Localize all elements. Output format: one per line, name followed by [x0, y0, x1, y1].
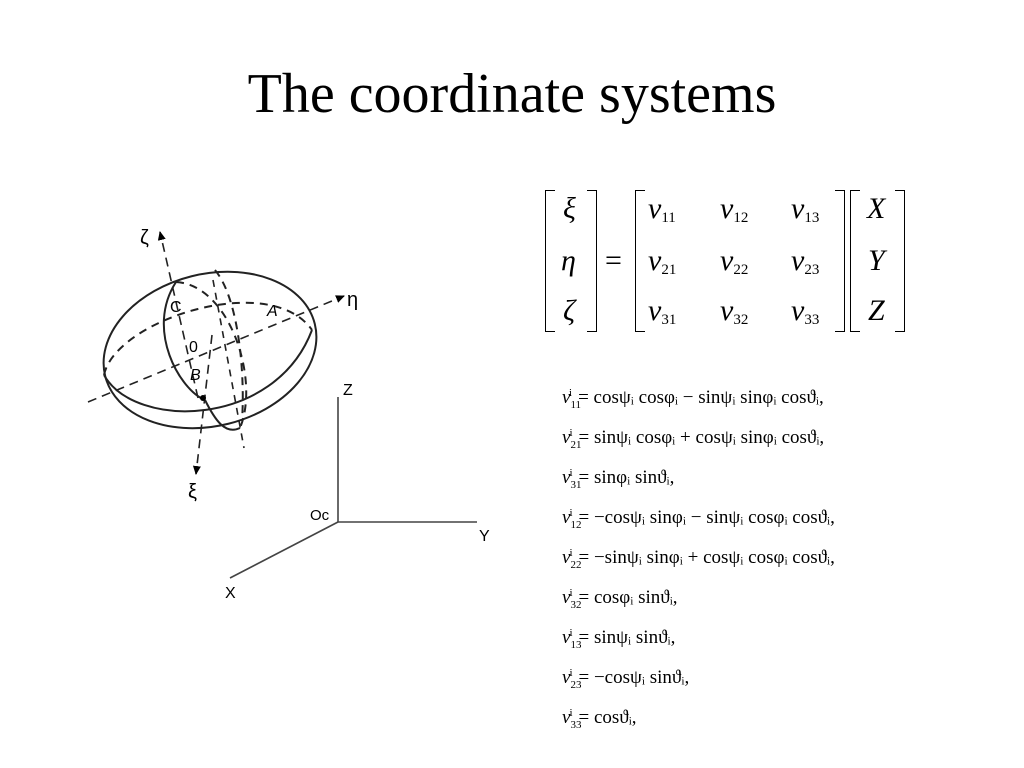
label-Z: Z: [343, 382, 353, 399]
equation-lhs: ν33i: [562, 707, 582, 732]
diagram-labels: ζ η ξ C A B 0 Z Y X Oc: [140, 227, 490, 602]
equator-back: [103, 301, 313, 376]
equation-rhs: = −cosψᵢ sinφᵢ − sinψᵢ cosφᵢ cosϑᵢ,: [578, 507, 835, 529]
bracket-matrix-close: [835, 190, 845, 332]
equation-lhs: ν11i: [562, 387, 582, 412]
equation-rhs: = cosϑᵢ,: [578, 707, 637, 729]
matrix-cell-13: ν13: [791, 192, 820, 226]
equation-lhs: ν23i: [562, 667, 582, 692]
frame-axes: [229, 397, 477, 579]
matrix-cell-23: ν23: [791, 244, 820, 278]
equation-line: ν31i= sinφᵢ sinϑᵢ,: [562, 456, 835, 496]
label-0: 0: [189, 339, 198, 356]
bracket-right-vector-close: [895, 190, 905, 332]
equation-lhs: ν22i: [562, 547, 582, 572]
bracket-left-vector-close: [587, 190, 597, 332]
equation-rhs: = cosφᵢ sinϑᵢ,: [578, 587, 678, 609]
equation-line: ν22i= −sinψᵢ sinφᵢ + cosψᵢ cosφᵢ cosϑᵢ,: [562, 536, 835, 576]
equation-rhs: = sinψᵢ sinϑᵢ,: [578, 627, 676, 649]
vec-Z: Z: [868, 294, 885, 327]
label-X: X: [225, 585, 236, 602]
equation-rhs: = sinψᵢ cosφᵢ + cosψᵢ sinφᵢ cosϑᵢ,: [578, 427, 825, 449]
equation-rhs: = cosψᵢ cosφᵢ − sinψᵢ sinφᵢ cosϑᵢ,: [578, 387, 824, 409]
equation-line: ν33i= cosϑᵢ,: [562, 696, 835, 736]
equation-line: ν23i= −cosψᵢ sinϑᵢ,: [562, 656, 835, 696]
matrix-cell-21: ν21: [648, 244, 677, 278]
matrix-cell-33: ν33: [791, 294, 820, 328]
extra-axis: [212, 279, 245, 449]
label-xi: ξ: [188, 481, 197, 503]
X-axis: [229, 521, 339, 579]
equation-lhs: ν13i: [562, 627, 582, 652]
vec-eta: η: [561, 244, 576, 277]
matrix-cell-31: ν31: [648, 294, 677, 328]
vec-xi: ξ: [563, 192, 576, 225]
coordinate-diagram: ζ η ξ C A B 0 Z Y X Oc: [87, 227, 490, 602]
bracket-matrix-open: [635, 190, 645, 332]
zeta-axis: [157, 231, 199, 399]
ellipsoid: [102, 269, 318, 431]
equals-sign: =: [605, 244, 622, 277]
matrix-cell-32: ν32: [720, 294, 749, 328]
label-A: A: [266, 303, 278, 320]
xi-axis: [192, 334, 213, 475]
meridian-back: [175, 281, 248, 429]
equation-line: ν12i= −cosψᵢ sinφᵢ − sinψᵢ cosφᵢ cosϑᵢ,: [562, 496, 835, 536]
equation-rhs: = −cosψᵢ sinϑᵢ,: [578, 667, 690, 689]
label-B: B: [190, 367, 201, 384]
label-eta: η: [347, 289, 358, 311]
equation-lhs: ν12i: [562, 507, 582, 532]
equation-lhs: ν31i: [562, 467, 582, 492]
vec-Y: Y: [868, 244, 885, 277]
page-title: The coordinate systems: [247, 63, 777, 125]
matrix-cell-11: ν11: [648, 192, 676, 226]
matrix-cell-12: ν12: [720, 192, 749, 226]
direction-cosine-formulas: ν11i= cosψᵢ cosφᵢ − sinψᵢ sinφᵢ cosϑᵢ,ν2…: [562, 376, 835, 736]
bracket-right-vector-open: [850, 190, 860, 332]
matrix-cell-22: ν22: [720, 244, 749, 278]
point-marker: [200, 395, 206, 401]
meridian-back-2: [214, 269, 244, 421]
meridian-front-2: [204, 399, 241, 431]
equation-lhs: ν21i: [562, 427, 582, 452]
equation-line: ν13i= sinψᵢ sinϑᵢ,: [562, 616, 835, 656]
label-zeta: ζ: [140, 227, 149, 249]
body-axes: [87, 231, 345, 475]
equator-front: [103, 329, 313, 413]
equation-line: ν32i= cosφᵢ sinϑᵢ,: [562, 576, 835, 616]
label-Y: Y: [479, 528, 490, 545]
label-Oc: Oc: [310, 507, 330, 524]
equation-rhs: = sinφᵢ sinϑᵢ,: [578, 467, 675, 489]
equation-line: ν21i= sinψᵢ cosφᵢ + cosψᵢ sinφᵢ cosϑᵢ,: [562, 416, 835, 456]
bracket-left-vector-open: [545, 190, 555, 332]
equation-rhs: = −sinψᵢ sinφᵢ + cosψᵢ cosφᵢ cosϑᵢ,: [578, 547, 835, 569]
vec-X: X: [867, 192, 886, 225]
meridian-front: [162, 281, 206, 401]
vec-zeta: ζ: [563, 294, 576, 327]
label-C: C: [170, 299, 182, 316]
equation-line: ν11i= cosψᵢ cosφᵢ − sinψᵢ sinφᵢ cosϑᵢ,: [562, 376, 835, 416]
equation-lhs: ν32i: [562, 587, 582, 612]
eta-axis: [87, 295, 345, 403]
